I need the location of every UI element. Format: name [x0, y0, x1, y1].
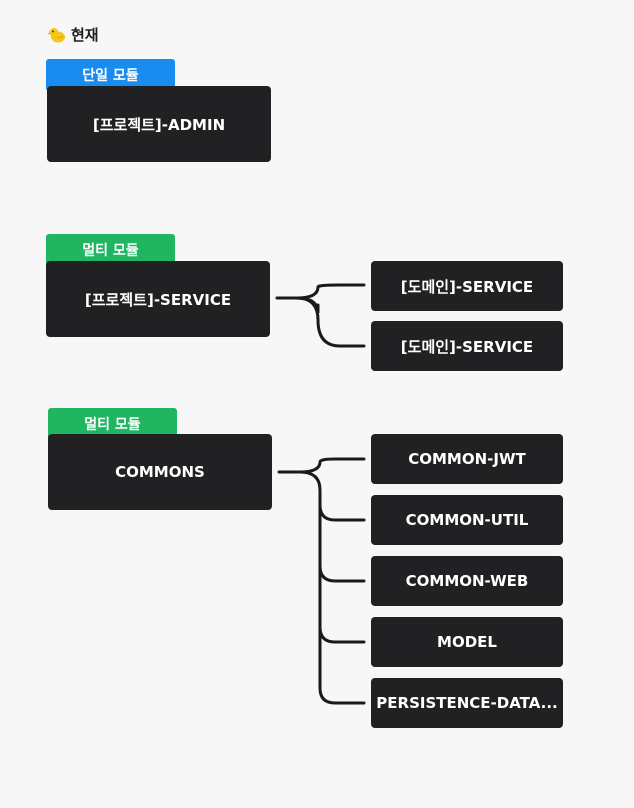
chick-icon [47, 26, 66, 44]
connector-service-trunk [275, 296, 320, 314]
domain-service-box-1: [도메인]-SERVICE [371, 261, 563, 311]
page-title: 현재 [71, 26, 99, 44]
connector-commons-top [298, 457, 366, 474]
commons-module-box: COMMONS [48, 434, 272, 510]
connector-commons-util [318, 503, 366, 522]
connector-service-lower [295, 296, 366, 348]
common-web-box: COMMON-WEB [371, 556, 563, 606]
persistence-data-box: PERSISTENCE-DATA... [371, 678, 563, 728]
domain-service-box-2: [도메인]-SERVICE [371, 321, 563, 371]
model-box: MODEL [371, 617, 563, 667]
connector-commons-spine [298, 470, 366, 705]
connector-service-upper [295, 283, 366, 300]
service-module-box: [프로젝트]-SERVICE [46, 261, 270, 337]
multi-module-tag-service: 멀티 모듈 [46, 234, 175, 266]
common-util-box: COMMON-UTIL [371, 495, 563, 545]
single-module-tag: 단일 모듈 [46, 59, 175, 91]
connector-commons-web [318, 564, 366, 583]
admin-module-box: [프로젝트]-ADMIN [47, 86, 271, 162]
page-heading: 현재 [47, 24, 99, 45]
common-jwt-box: COMMON-JWT [371, 434, 563, 484]
connector-commons-model [318, 625, 366, 644]
